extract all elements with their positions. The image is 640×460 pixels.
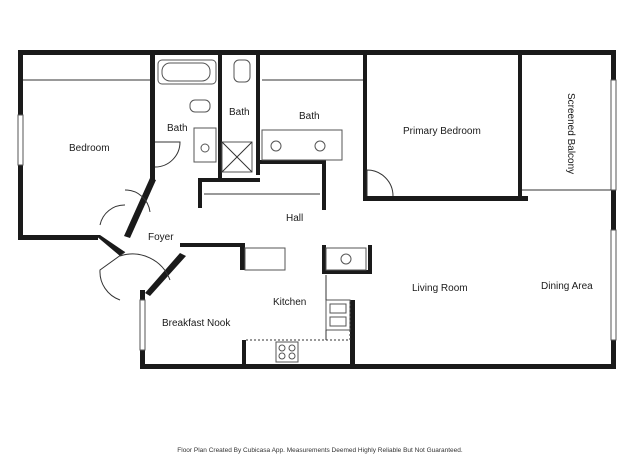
windows — [17, 79, 617, 351]
interior-walls — [124, 55, 528, 366]
fridge — [244, 247, 286, 271]
label-bath-left: Bath — [167, 123, 188, 134]
label-breakfast-nook: Breakfast Nook — [162, 318, 231, 329]
toilet-small — [233, 59, 251, 83]
exterior-walls — [18, 50, 616, 369]
floor-plan: Bedroom Bath Bath Bath Primary Bedroom S… — [17, 50, 617, 369]
label-dining-area: Dining Area — [541, 281, 593, 292]
label-foyer: Foyer — [148, 232, 174, 243]
toilet — [189, 99, 211, 113]
label-hall: Hall — [286, 213, 303, 224]
label-living-room: Living Room — [412, 283, 468, 294]
doors — [99, 141, 611, 340]
footer-caption: Floor Plan Created By Cubicasa App. Meas… — [177, 447, 463, 454]
stove — [275, 341, 299, 363]
room-labels: Bedroom Bath Bath Bath Primary Bedroom S… — [69, 93, 593, 329]
fixtures — [23, 59, 367, 363]
label-primary-bedroom: Primary Bedroom — [403, 126, 481, 137]
label-bath-small: Bath — [229, 107, 250, 118]
label-bedroom: Bedroom — [69, 143, 110, 154]
label-bath-right: Bath — [299, 111, 320, 122]
label-screened-balcony: Screened Balcony — [565, 93, 576, 174]
label-kitchen: Kitchen — [273, 297, 306, 308]
